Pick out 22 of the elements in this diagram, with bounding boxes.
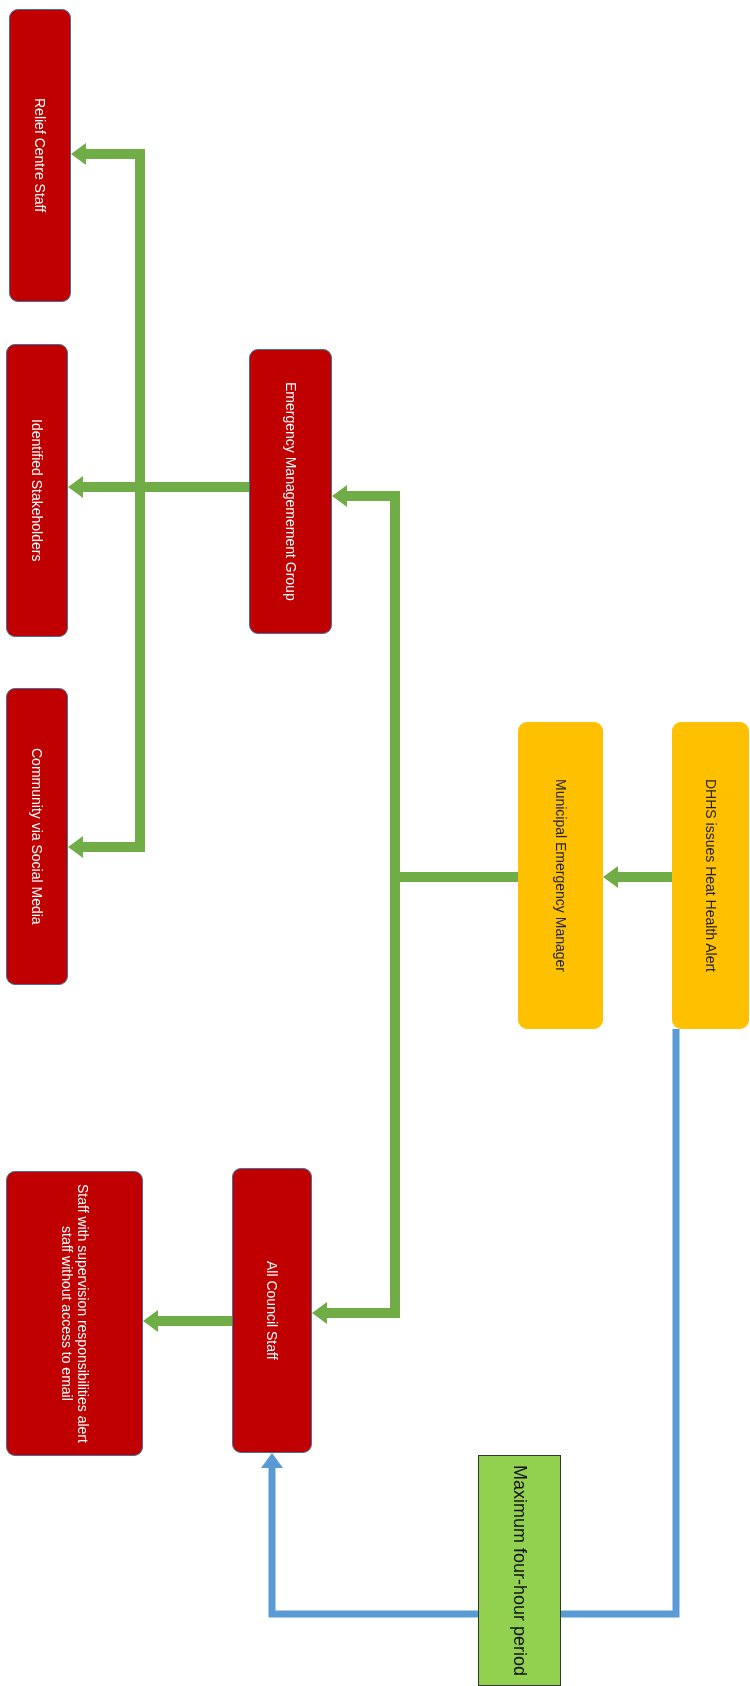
node-text: Relief Centre Staff: [31, 98, 49, 213]
node-text: Identified Stakeholders: [28, 419, 46, 562]
arrow: [603, 866, 672, 888]
arrow: [261, 1453, 478, 1618]
process-box: [518, 722, 603, 1029]
node-text: Maximum four-hour period: [509, 1464, 531, 1677]
process-box: [9, 9, 71, 302]
node-text: Staff with supervision responsibilities alert staff without access to email: [57, 1183, 92, 1445]
process-box: [6, 344, 68, 637]
process-box: [672, 722, 749, 1029]
node-text: All Council Staff: [263, 1261, 281, 1360]
note-box: [478, 1455, 561, 1686]
process-box: [249, 349, 332, 634]
process-box: [6, 688, 68, 985]
node-text: Community via Social Media: [28, 748, 46, 925]
node-text: DHHS issues Heat Health Alert: [702, 779, 719, 972]
arrow: [143, 1310, 232, 1332]
process-box: [232, 1168, 312, 1453]
process-box: [6, 1171, 143, 1456]
node-text: Emergency Managemement Group: [282, 382, 299, 601]
node-text: Municipal Emergency Manager: [552, 779, 569, 972]
connector-line: [561, 1029, 680, 1618]
